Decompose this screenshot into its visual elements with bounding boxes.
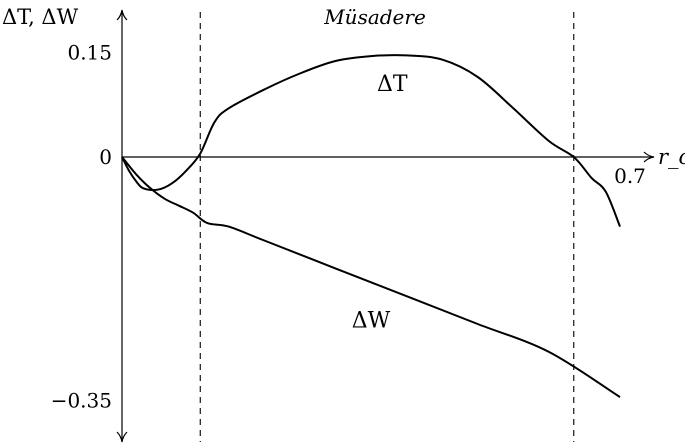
y-axis-label: ΔT, ΔW	[2, 5, 79, 29]
chart-labels: ΔT, ΔW r_c Müsadere	[2, 5, 685, 169]
series-annotations: ΔT ΔW	[352, 72, 408, 334]
region-label: Müsadere	[323, 5, 426, 29]
series-line-delta-w	[121, 156, 621, 398]
x-tick-label: 0.7	[614, 164, 646, 188]
x-axis-arrow	[643, 151, 655, 163]
y-tick-label: 0.15	[67, 41, 112, 65]
series-lines	[121, 54, 621, 398]
y-axis-arrow-top	[116, 9, 128, 21]
region-lines	[199, 12, 575, 442]
delta-t-label: ΔT	[377, 72, 408, 97]
y-tick-label: −0.35	[51, 389, 112, 413]
delta-w-label: ΔW	[352, 309, 391, 334]
series-line-delta-t	[121, 54, 621, 227]
y-axis-arrow-bottom	[116, 431, 128, 443]
x-axis-label: r_c	[658, 145, 685, 169]
axes	[116, 9, 655, 443]
y-tick-label: 0	[99, 145, 112, 169]
tick-labels: 0.15 0 −0.35 0.7	[51, 41, 646, 413]
